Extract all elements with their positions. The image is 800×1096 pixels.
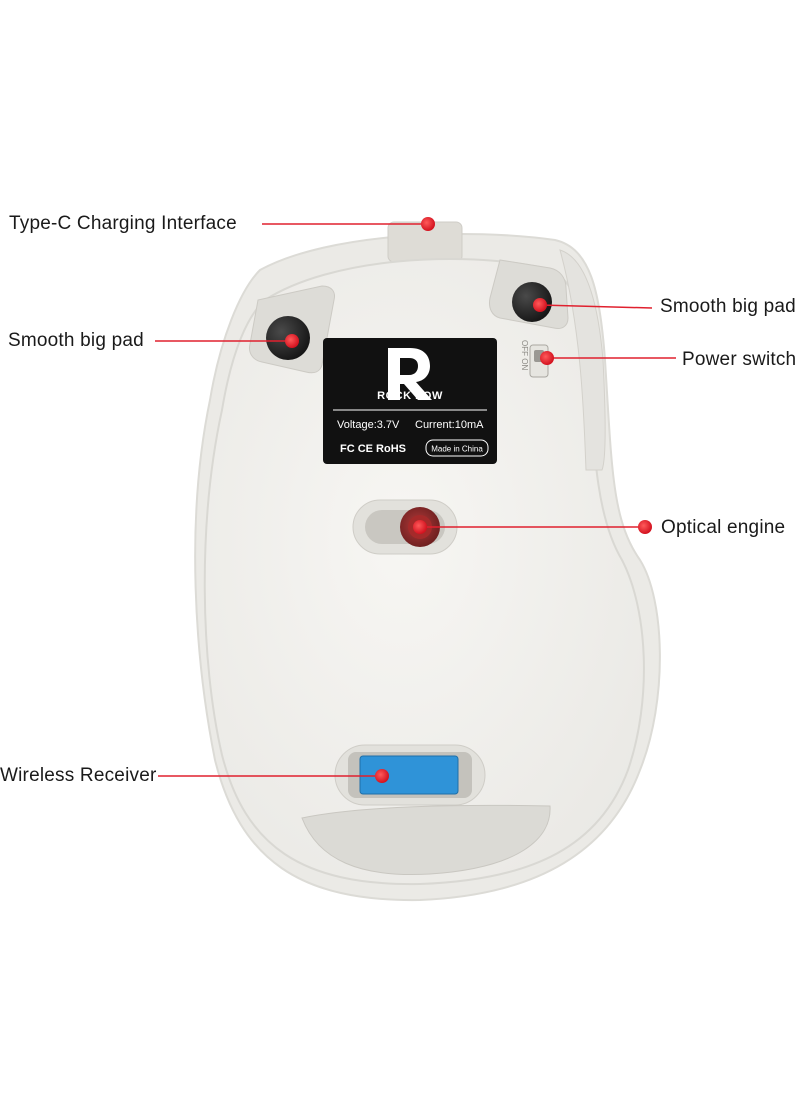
sticker-current: Current:10mA (415, 419, 484, 431)
optical-engine-end-marker (638, 520, 652, 534)
brand-logo-r (388, 348, 432, 400)
optical-engine-marker (413, 520, 427, 534)
side-grip-panel (559, 249, 606, 471)
made-in-badge (425, 439, 489, 457)
pad-right-callout: Smooth big pad (660, 296, 796, 317)
sticker-voltage: Voltage:3.7V (337, 419, 400, 431)
type-c-marker (421, 217, 435, 231)
sticker-made-in: Made in China (431, 445, 483, 454)
type-c-callout: Type-C Charging Interface (9, 213, 237, 234)
receiver-marker (375, 769, 389, 783)
sticker-certs: FC CE RoHS (340, 443, 406, 455)
brand-logo-text: ROCK POW (377, 390, 443, 402)
label-sticker (323, 338, 497, 464)
wireless-receiver-callout: Wireless Receiver (0, 765, 157, 786)
pad-right-marker (533, 298, 547, 312)
optical-engine-callout: Optical engine (661, 517, 786, 538)
power-switch-callout: Power switch (682, 349, 797, 370)
right-pad-foot (512, 282, 552, 322)
wireless-receiver-dongle[interactable] (359, 755, 459, 795)
pad-right-leader (539, 304, 653, 309)
bottom-cover-lip (301, 804, 551, 876)
power-switch-text: OFF ON (520, 340, 529, 370)
power-switch-marker (540, 351, 554, 365)
pad-left-marker (285, 334, 299, 348)
pad-left-callout: Smooth big pad (8, 330, 144, 351)
